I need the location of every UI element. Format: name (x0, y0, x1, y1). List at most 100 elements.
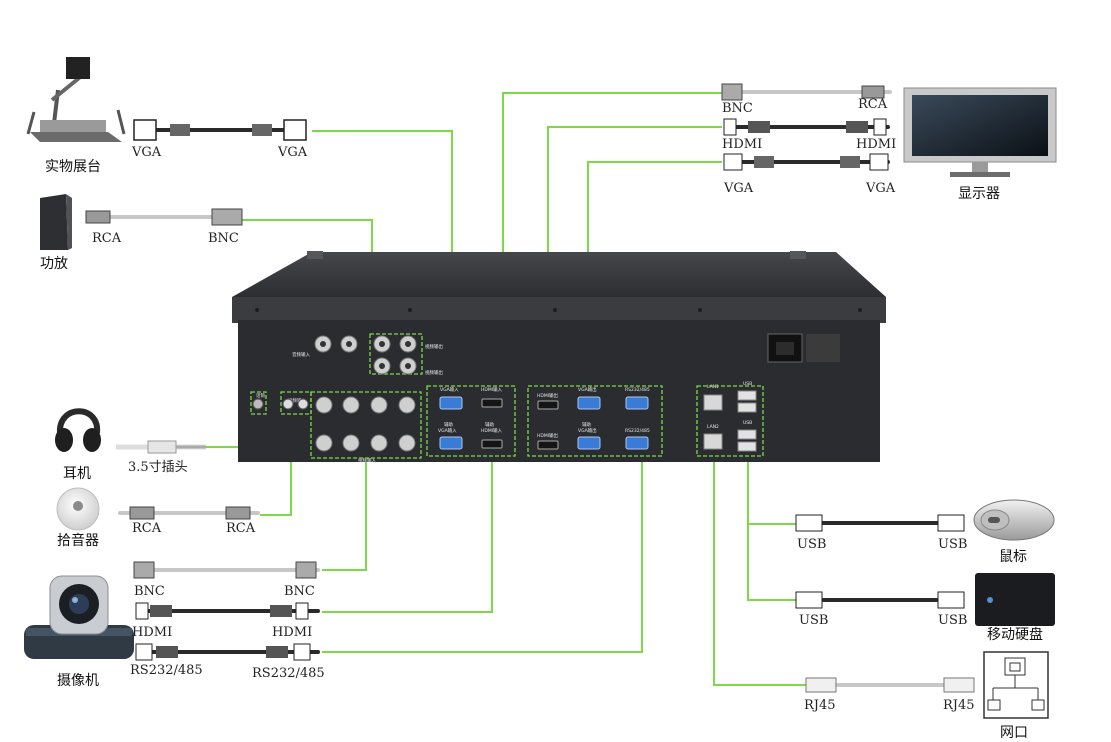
media-processor-device: 音频输入 视频输出 视频输出 视频输入 视频输入 话筒 VGA输入 辅助 VGA… (232, 251, 886, 464)
rs232-port-2 (625, 436, 649, 450)
panel-label-rs232: RS232/485 (625, 387, 650, 393)
cable-label: HDMI (132, 625, 172, 640)
panel-label-vga-out: VGA输出 (578, 386, 597, 393)
video-output-group-box (369, 333, 423, 375)
bnc-port (315, 434, 333, 452)
wire-group (206, 92, 810, 686)
cable-label: 3.5寸插头 (128, 460, 188, 475)
cable-label: USB (938, 537, 967, 552)
wire-camera-hdmi (322, 456, 493, 613)
label-headphones: 耳机 (63, 466, 91, 482)
cable-label: RCA (858, 97, 888, 112)
bnc-port (342, 396, 360, 414)
cable-label: BNC (284, 584, 315, 599)
panel-label-hdmi-in-2: HDMI输入 (481, 427, 503, 434)
cable-label: HDMI (722, 137, 762, 152)
cable-rca-bnc-amplifier (85, 208, 243, 226)
panel-label-aux-2: 辅助 (485, 421, 494, 428)
usb-port (737, 429, 757, 440)
cable-label: VGA (131, 145, 162, 160)
input-group-box (426, 385, 516, 457)
wire-network-rj45 (713, 456, 810, 686)
cable-label: RCA (132, 521, 162, 536)
pickup-microphone-icon (56, 487, 100, 531)
vga-input-port (439, 396, 463, 410)
cable-vga-document-camera (133, 119, 307, 141)
cable-label: RJ45 (943, 698, 975, 713)
cable-rca-pickup (118, 506, 260, 520)
label-pickup: 拾音器 (57, 532, 99, 549)
wire-camera-rs232 (322, 456, 643, 653)
bnc-port (342, 434, 360, 452)
rca-jack (297, 398, 309, 410)
hdmi-output-port-2 (537, 440, 559, 450)
cable-label: VGA (865, 181, 896, 196)
panel-label-aux: 辅助 (444, 421, 453, 428)
screw (255, 308, 259, 312)
monitor-icon (903, 87, 1057, 177)
cable-label: BNC (134, 584, 165, 599)
cable-hdmi-monitor (723, 118, 890, 136)
cable-hdmi-camera (135, 602, 320, 620)
panel-label-usb-2: USB (743, 420, 752, 426)
lan1-port (703, 394, 723, 411)
usb-port (737, 402, 757, 413)
headphones-icon (55, 408, 101, 452)
label-amplifier: 功放 (40, 256, 68, 272)
cable-label: BNC (722, 101, 753, 116)
cable-label: USB (799, 613, 828, 628)
hdmi-input-port (481, 398, 503, 408)
vga-input-port-aux (439, 436, 463, 450)
label-document-camera: 实物展台 (45, 159, 101, 175)
cable-35-jack (116, 440, 206, 454)
cable-label: BNC (208, 231, 239, 246)
cable-rs232-camera (135, 643, 320, 661)
mic-jack (252, 398, 264, 410)
cable-label: HDMI (856, 137, 896, 152)
cable-label: VGA (723, 181, 754, 196)
video-input-ports (315, 396, 416, 452)
document-camera-icon (26, 57, 126, 142)
panel-label-hdmi-in: HDMI输入 (481, 386, 503, 393)
ptz-camera-icon (24, 575, 134, 659)
cable-label: RCA (226, 521, 256, 536)
usb-port (737, 390, 757, 401)
panel-label-aux-3: 辅助 (582, 421, 591, 428)
hdmi-input-port-aux (481, 439, 503, 449)
rack-ear-right (790, 251, 806, 259)
cable-usb-mouse (795, 514, 965, 532)
screw (408, 308, 412, 312)
hard-drive-icon (975, 573, 1055, 626)
bnc-port (398, 396, 416, 414)
vga-output-port (577, 396, 601, 410)
output-group-box (527, 385, 663, 457)
cable-label: RCA (92, 231, 122, 246)
cable-usb-hdd (795, 591, 965, 609)
rca-jack (282, 398, 294, 410)
panel-label-video-out-2: 视频输出 (425, 369, 443, 376)
bnc-port (370, 434, 388, 452)
panel-label-vga-out-2: VGA输出 (578, 427, 597, 434)
video-input-group-box (310, 391, 422, 459)
bnc-port (370, 396, 388, 414)
rack-ear-left (307, 251, 323, 259)
mouse-icon (973, 499, 1055, 541)
wire-mouse-usb (747, 456, 796, 525)
bnc-port (315, 396, 333, 414)
panel-label-hdmi-out-2: HDMI输出 (537, 432, 559, 439)
cable-vga-monitor (723, 153, 890, 171)
panel-label-audio-in: 音频输入 (292, 351, 310, 358)
panel-label-rs232-2: RS232/485 (625, 428, 650, 434)
panel-label-vga-in-2: VGA输入 (438, 427, 457, 434)
label-camera: 摄像机 (57, 673, 99, 689)
panel-label-video-out: 视频输出 (425, 343, 443, 350)
screw (698, 308, 702, 312)
cable-label: VGA (277, 145, 308, 160)
audio-jack-group-box (280, 391, 312, 415)
panel-label-lan2: LAN2 (707, 424, 719, 430)
cable-bnc-camera (133, 561, 320, 579)
cable-label: HDMI (272, 625, 312, 640)
label-monitor: 显示器 (958, 186, 1000, 202)
wire-hdd-usb (747, 456, 796, 601)
